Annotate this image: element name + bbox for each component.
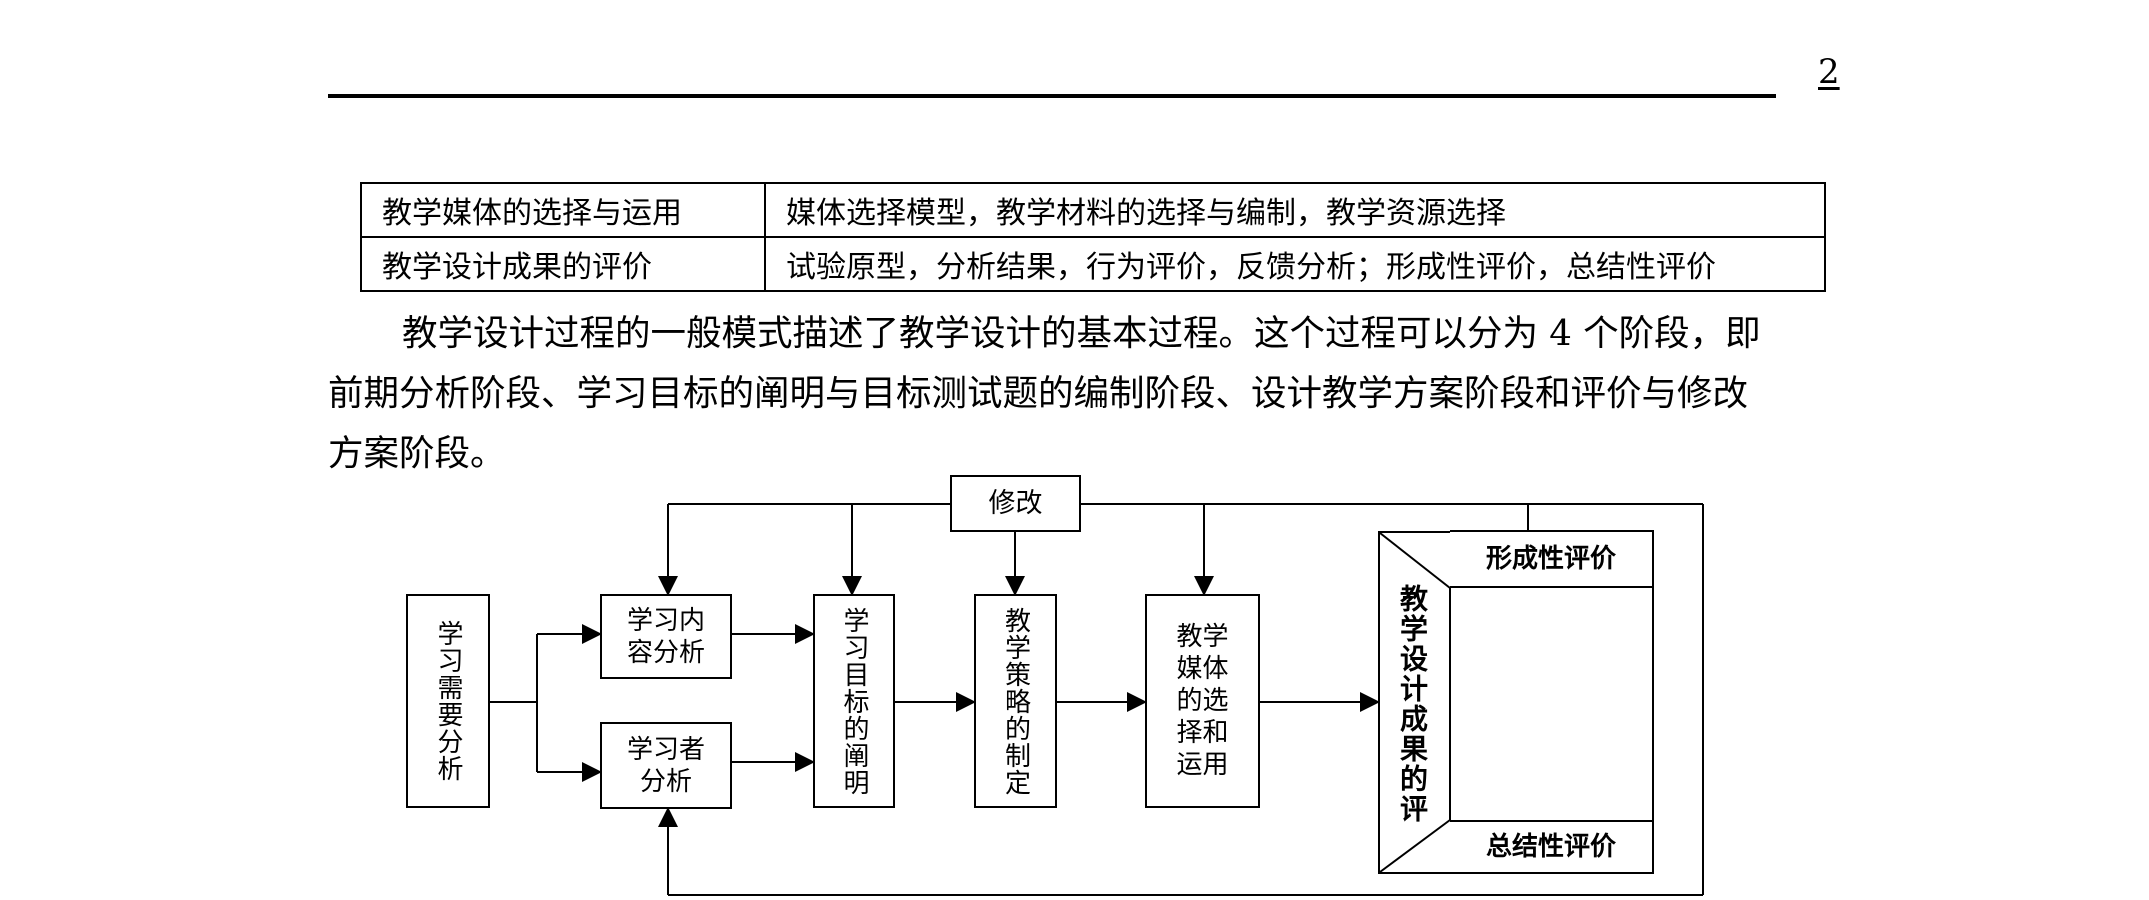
formative-label: 形成性评价 xyxy=(1485,544,1616,574)
content-analysis-box: 学习内容分析 xyxy=(600,594,732,679)
summative-label: 总结性评价 xyxy=(1485,832,1616,862)
objectives-label: 学习目标的阐明 xyxy=(839,606,869,796)
evaluation-diagonal-top xyxy=(1379,532,1451,589)
revise-label: 修改 xyxy=(988,487,1043,519)
summative-box: 总结性评价 xyxy=(1450,820,1654,874)
objectives-box: 学习目标的阐明 xyxy=(813,594,895,808)
evaluation-label: 教学设计成果的评价 xyxy=(1396,584,1429,824)
strategy-label: 教学策略的制定 xyxy=(1000,606,1031,796)
paragraph-line: 教学设计过程的一般模式描述了教学设计的基本过程。这个过程可以分为 4 个阶段，即 xyxy=(402,313,1761,354)
methods-table: 教学媒体的选择与运用 媒体选择模型，教学材料的选择与编制，教学资源选择 教学设计… xyxy=(360,182,1826,292)
learner-analysis-box: 学习者分析 xyxy=(600,722,732,809)
table-cell-content: 试验原型，分析结果，行为评价，反馈分析；形成性评价，总结性评价 xyxy=(764,236,1826,292)
paragraph-line: 前期分析阶段、学习目标的阐明与目标测试题的编制阶段、设计教学方案阶段和评价与修改 xyxy=(328,373,1749,414)
table-row: 教学媒体的选择与运用 媒体选择模型，教学材料的选择与编制，教学资源选择 xyxy=(360,182,1826,238)
needs-analysis-box: 学习需要分析 xyxy=(406,594,490,808)
evaluation-diagonal-bottom xyxy=(1379,819,1451,873)
strategy-box: 教学策略的制定 xyxy=(974,594,1057,808)
formative-box: 形成性评价 xyxy=(1450,530,1654,588)
table-cell-topic: 教学设计成果的评价 xyxy=(360,236,766,292)
header-rule xyxy=(328,94,1776,98)
body-paragraph: 教学设计过程的一般模式描述了教学设计的基本过程。这个过程可以分为 4 个阶段，即… xyxy=(328,304,1848,484)
table-row: 教学设计成果的评价 试验原型，分析结果，行为评价，反馈分析；形成性评价，总结性评… xyxy=(360,236,1826,292)
needs-analysis-label: 学习需要分析 xyxy=(433,620,463,782)
paragraph-line: 方案阶段。 xyxy=(328,433,506,474)
revise-box: 修改 xyxy=(950,475,1081,532)
page-number: 2 xyxy=(1818,52,1840,92)
content-analysis-label: 学习内容分析 xyxy=(626,605,705,668)
media-label: 教学媒体的选择和运用 xyxy=(1176,622,1229,780)
media-box: 教学媒体的选择和运用 xyxy=(1145,594,1260,808)
table-cell-content: 媒体选择模型，教学材料的选择与编制，教学资源选择 xyxy=(764,182,1826,238)
learner-analysis-label: 学习者分析 xyxy=(626,734,705,797)
table-cell-topic: 教学媒体的选择与运用 xyxy=(360,182,766,238)
